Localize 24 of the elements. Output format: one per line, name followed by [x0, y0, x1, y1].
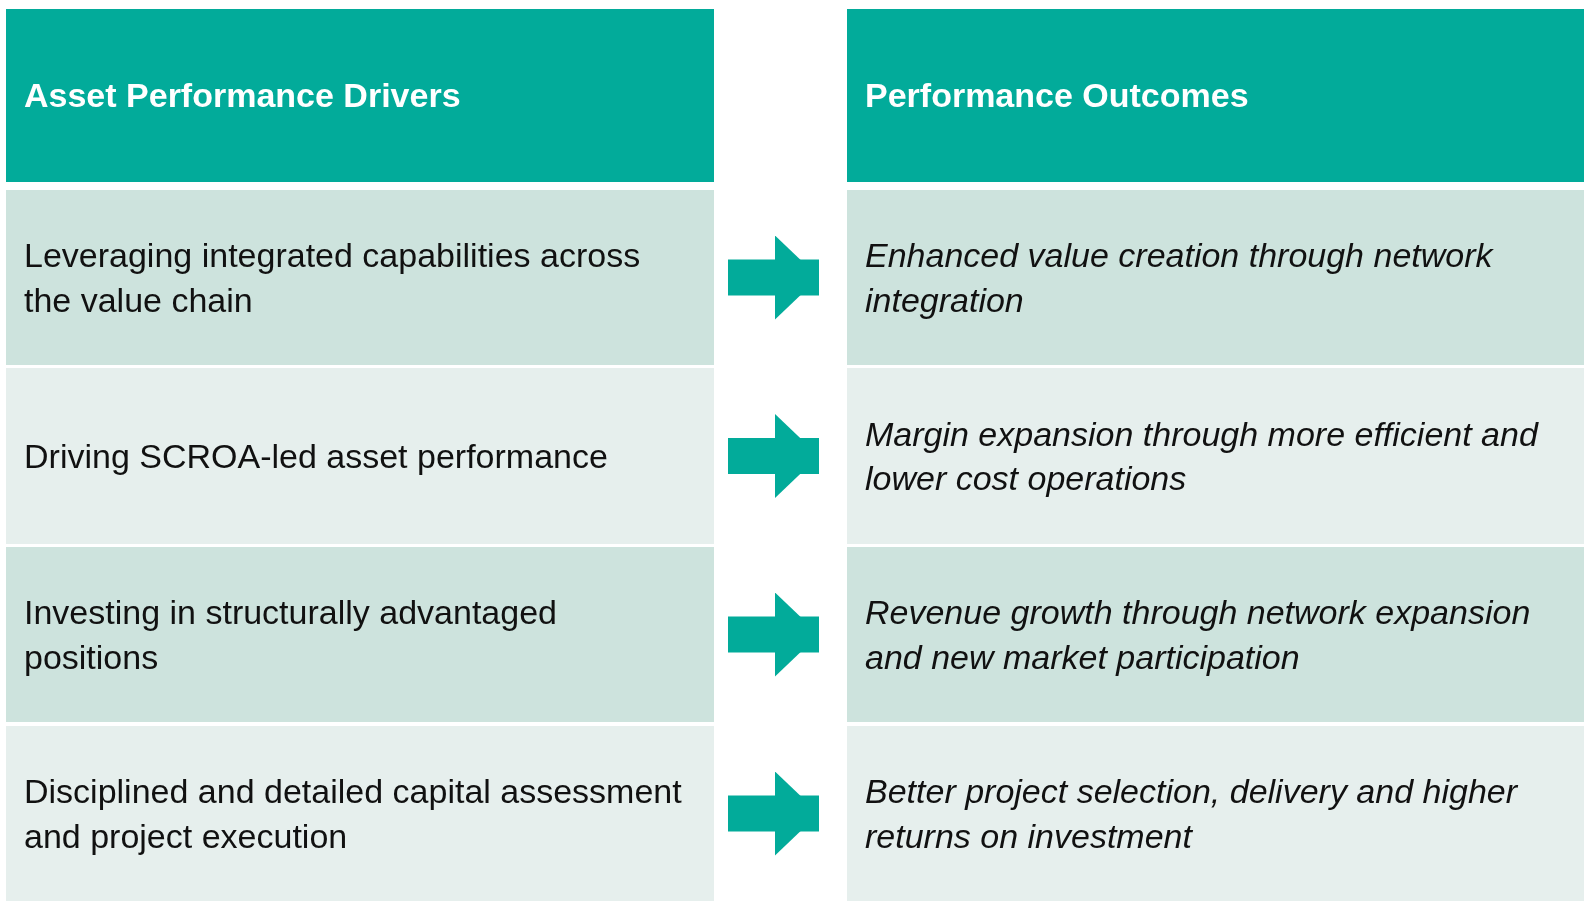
row-text: Enhanced value creation through network integration: [865, 235, 1495, 321]
row-box: [6, 547, 714, 722]
arrow: [728, 771, 819, 856]
arrow: [728, 414, 819, 498]
row-box: [847, 368, 1584, 544]
row-text: Revenue growth through network expansion and new market participation: [865, 592, 1532, 678]
row-box: [847, 547, 1584, 722]
column-heading: Performance Outcomes: [865, 75, 1249, 117]
row-box: [6, 190, 714, 365]
column-heading: Asset Performance Drivers: [24, 75, 461, 117]
header-box: [847, 9, 1584, 182]
row-text: Driving SCROA-led asset performance: [24, 435, 608, 477]
row-text: Better project selection, delivery and higher returns on investment: [865, 771, 1519, 857]
row-box: [847, 726, 1584, 901]
row-text: Leveraging integrated capabilities across the value chain: [24, 235, 642, 321]
header-box: [6, 9, 714, 182]
arrow: [728, 235, 819, 320]
arrow: [728, 592, 819, 677]
row-text: Investing in structurally advantaged positions: [24, 592, 558, 678]
row-text: Disciplined and detailed capital assessment and project execution: [24, 771, 683, 857]
row-box: [847, 190, 1584, 365]
row-box: [6, 726, 714, 901]
row-text: Margin expansion through more efficient and lower cost operations: [865, 413, 1540, 499]
row-box: [6, 368, 714, 544]
